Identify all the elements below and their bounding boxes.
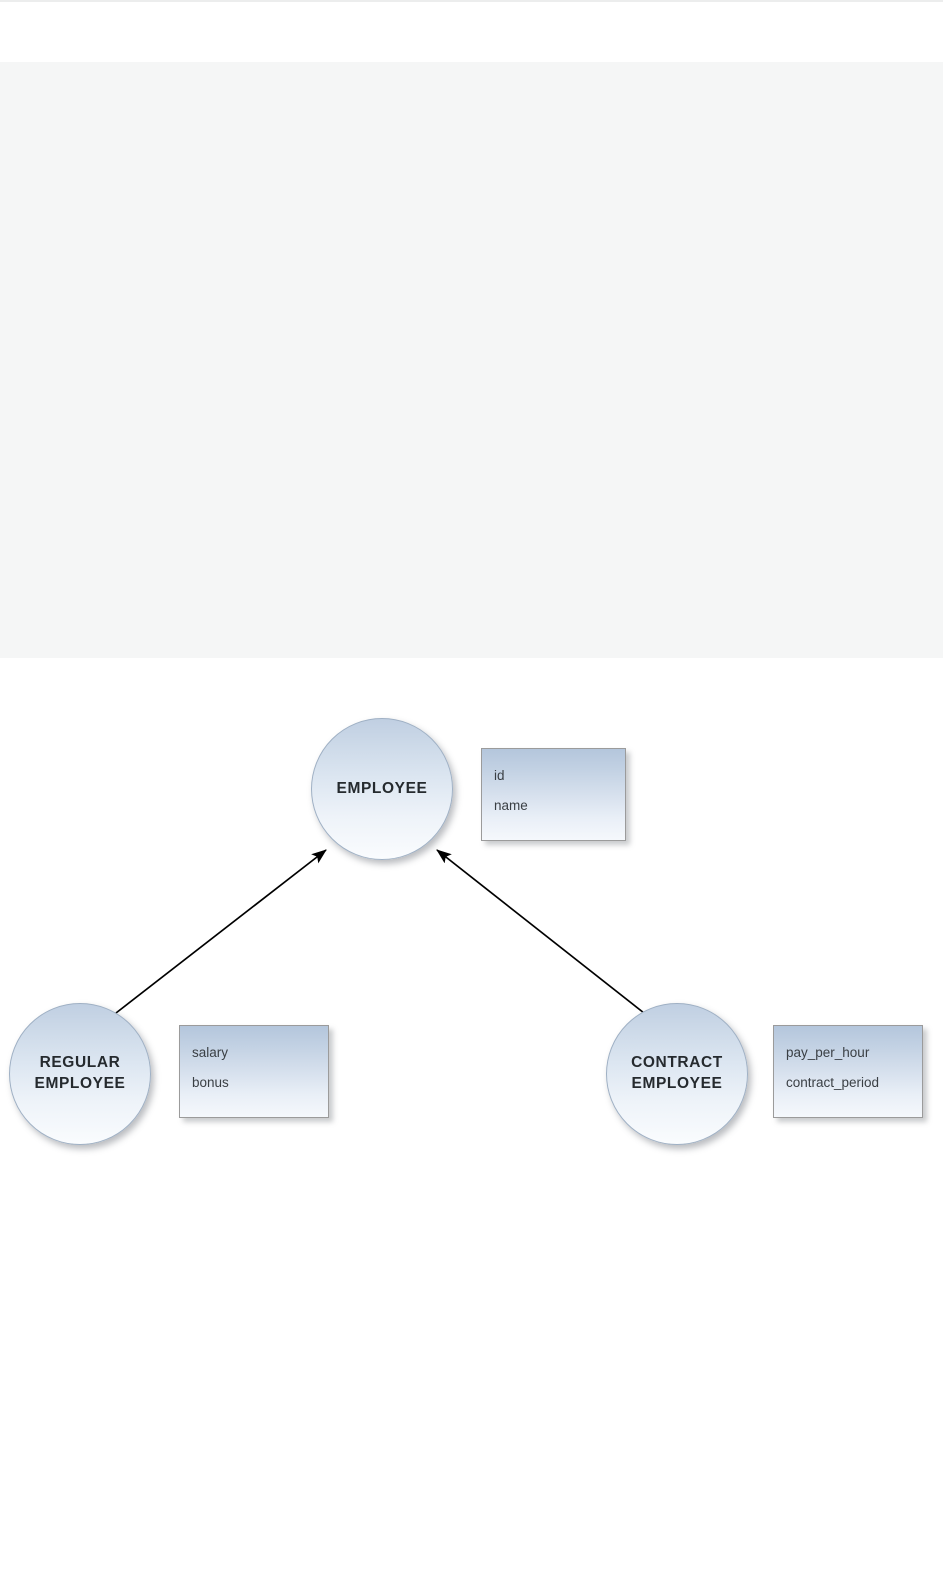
upper-blank-panel — [0, 62, 943, 658]
attribute-item: contract_period — [786, 1074, 880, 1090]
attribute-box-employee[interactable]: id name — [481, 748, 626, 841]
entity-employee-label: EMPLOYEE — [336, 779, 428, 797]
attribute-item: id — [494, 768, 505, 783]
attribute-item: name — [494, 797, 528, 813]
top-divider — [0, 0, 943, 2]
attribute-box-contract-employee[interactable]: pay_per_hour contract_period — [773, 1025, 923, 1118]
edge-regular-to-employee — [115, 849, 327, 1014]
attribute-box-regular-employee[interactable]: salary bonus — [179, 1025, 329, 1118]
entity-contract-employee-label: CONTRACT EMPLOYEE — [631, 1054, 723, 1092]
entity-contract-employee[interactable]: CONTRACT EMPLOYEE — [606, 1003, 748, 1145]
edge-contract-to-employee — [436, 849, 645, 1014]
attribute-item: bonus — [192, 1074, 229, 1090]
edge-layer — [115, 849, 645, 1014]
attribute-item: salary — [192, 1045, 229, 1060]
entity-regular-employee-label: REGULAR EMPLOYEE — [34, 1054, 126, 1092]
attribute-item: pay_per_hour — [786, 1045, 870, 1060]
entity-regular-employee[interactable]: REGULAR EMPLOYEE — [9, 1003, 151, 1145]
er-diagram: EMPLOYEE id name REGULAR EMPLOYEE salary… — [0, 658, 943, 1580]
entity-employee[interactable]: EMPLOYEE — [311, 718, 453, 860]
